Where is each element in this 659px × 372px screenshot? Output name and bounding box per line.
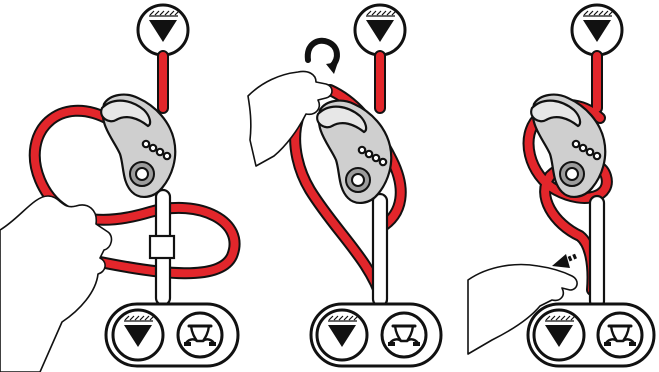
belay-device <box>316 99 393 205</box>
left-hand <box>0 195 113 372</box>
harness-icon <box>380 311 428 359</box>
harness-icon <box>596 311 644 359</box>
panel-step-2 <box>247 3 443 368</box>
carabiner <box>588 194 606 310</box>
panel-step-3 <box>467 3 656 368</box>
bottom-icon-panel <box>104 302 240 368</box>
carabiner <box>371 192 389 308</box>
pull-arrow-icon <box>552 253 577 268</box>
anchor-triangle-icon <box>111 308 165 362</box>
panel-step-1 <box>0 3 241 372</box>
bottom-icon-panel <box>309 302 443 368</box>
anchor-triangle-icon <box>532 308 586 362</box>
harness-icon <box>176 311 224 359</box>
rope-loop <box>28 50 241 280</box>
carabiner <box>148 188 176 307</box>
upper-hand <box>247 70 333 167</box>
bottom-icon-panel <box>526 302 656 368</box>
lower-hand <box>467 263 578 355</box>
rotate-arrow-icon <box>304 37 340 74</box>
anchor-triangle-icon <box>315 308 369 362</box>
